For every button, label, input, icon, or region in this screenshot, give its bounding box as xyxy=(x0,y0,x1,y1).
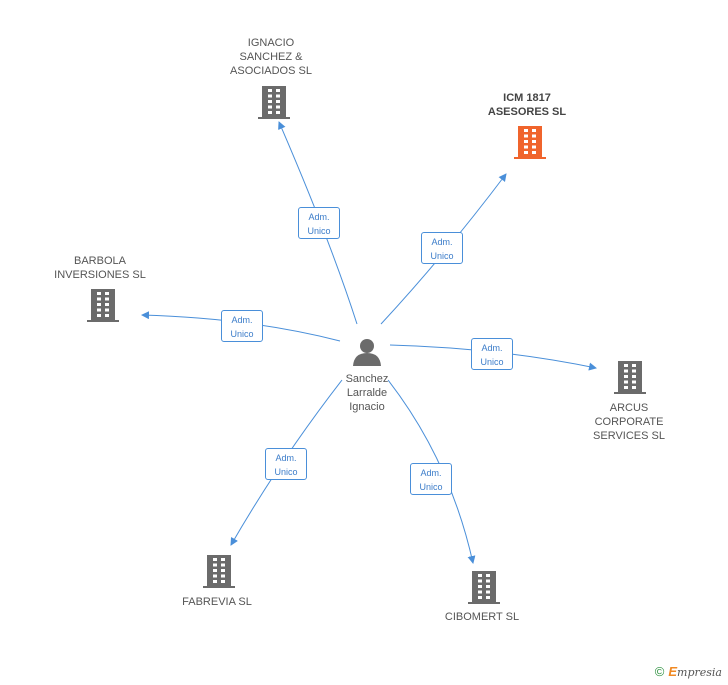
company-label-ignacio[interactable]: IGNACIO SANCHEZ & ASOCIADOS SL xyxy=(230,37,312,77)
company-label-arcus[interactable]: ARCUS CORPORATE SERVICES SL xyxy=(593,402,665,442)
edge-role-label-arcus: Adm. Unico xyxy=(471,338,513,370)
company-label-barbola[interactable]: BARBOLA INVERSIONES SL xyxy=(54,255,146,281)
company-label-cibomert[interactable]: CIBOMERT SL xyxy=(444,611,520,623)
person-label[interactable]: Sanchez Larralde Ignacio xyxy=(345,373,389,413)
empresia-logo: Empresia xyxy=(668,664,722,679)
building-icon-ignacio[interactable] xyxy=(258,86,290,119)
building-icon-cibomert[interactable] xyxy=(468,571,500,604)
building-icon-icm[interactable] xyxy=(514,126,546,159)
company-label-icm[interactable]: ICM 1817 ASESORES SL xyxy=(487,92,567,118)
edge-role-label-barbola: Adm. Unico xyxy=(221,310,263,342)
copyright-symbol: © xyxy=(654,664,665,679)
building-icon-arcus[interactable] xyxy=(614,361,646,394)
building-icon-barbola[interactable] xyxy=(87,289,119,322)
company-label-fabrevia[interactable]: FABREVIA SL xyxy=(182,596,252,608)
person-icon[interactable] xyxy=(353,339,381,366)
edge-role-label-ignacio: Adm. Unico xyxy=(298,207,340,239)
edge-role-label-cibomert: Adm. Unico xyxy=(410,463,452,495)
footer-brand: © Empresia xyxy=(655,664,722,679)
building-icon-fabrevia[interactable] xyxy=(203,555,235,588)
edge-role-label-icm: Adm. Unico xyxy=(421,232,463,264)
edge-role-label-fabrevia: Adm. Unico xyxy=(265,448,307,480)
